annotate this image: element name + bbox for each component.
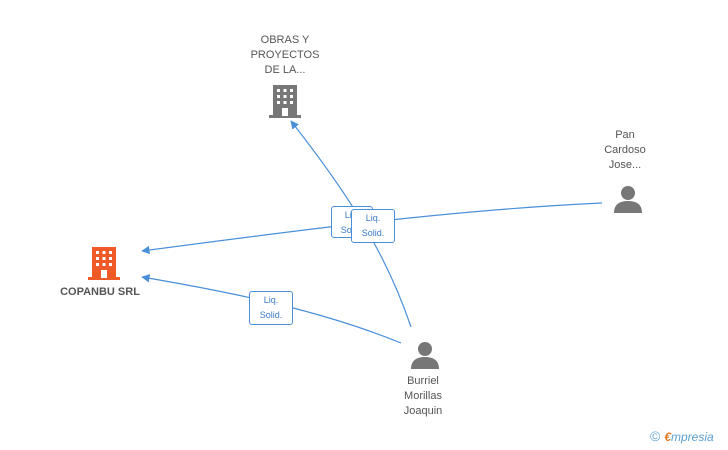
building-icon[interactable] [88,245,120,281]
edge-label-burriel-copanbu[interactable]: Liq. Solid. [249,291,293,325]
edge-label-line: Liq. [263,295,279,305]
node-label-line: COPANBU SRL [60,286,140,298]
edge-label-line: Solid. [259,310,283,320]
node-label-line: DE LA... [264,64,306,76]
node-label-burriel[interactable]: Burriel Morillas Joaquin [383,374,463,419]
edge-label-line: Solid. [361,228,385,238]
node-label-line: Burriel [407,375,439,387]
empresia-logo: ©€mpresia [650,428,714,444]
node-label-line: Cardoso [604,144,646,156]
brand-e: € [664,430,672,444]
person-icon[interactable] [410,340,440,370]
brand-name: mpresia [671,430,714,444]
node-label-obras[interactable]: OBRAS Y PROYECTOS DE LA... [235,33,335,78]
edge-label-pan-copanbu[interactable]: Liq. Solid. [351,209,395,243]
node-label-line: Morillas [404,390,442,402]
node-label-pan[interactable]: Pan Cardoso Jose... [585,128,665,173]
edge-label-line: Liq. [365,213,381,223]
building-icon[interactable] [269,83,301,119]
node-label-line: Jose... [608,159,642,171]
node-label-line: OBRAS Y [260,34,310,46]
node-label-line: Joaquin [403,405,443,417]
copyright-symbol: © [650,428,661,444]
person-icon[interactable] [613,184,643,214]
node-label-line: Pan [615,129,635,141]
node-label-line: PROYECTOS [250,49,320,61]
node-label-copanbu[interactable]: COPANBU SRL [44,285,156,300]
